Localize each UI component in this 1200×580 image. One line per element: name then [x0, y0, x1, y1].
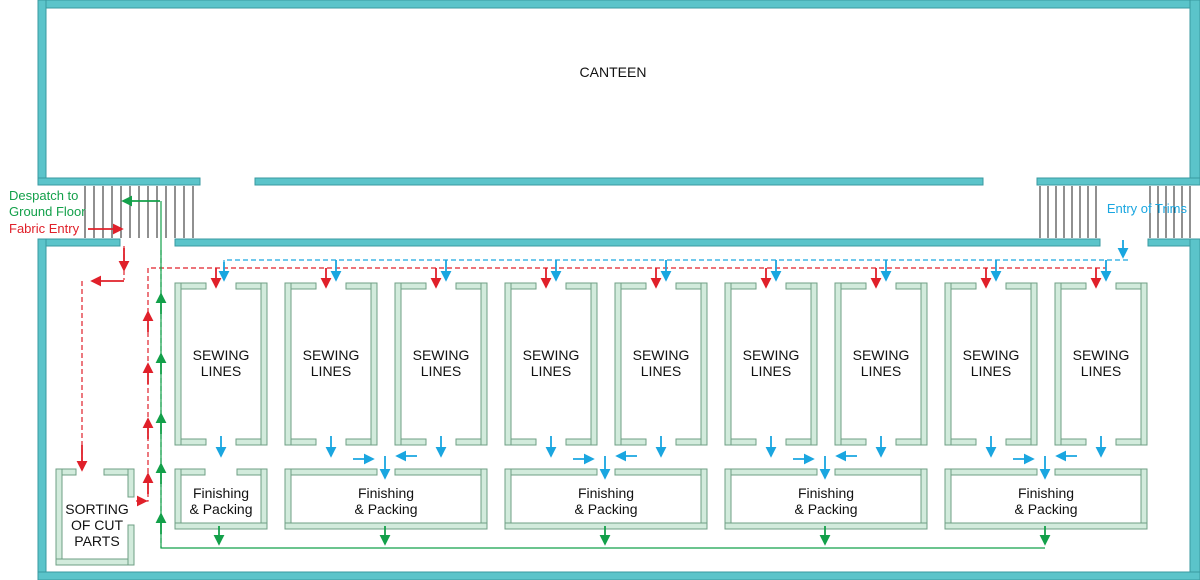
- finishing-table: [284, 468, 292, 530]
- fabric-entry-label: Fabric Entry: [9, 221, 80, 236]
- sewing-line-frame: [284, 282, 292, 446]
- sewing-line-frame: [920, 282, 928, 446]
- floor-top-wall-right: [1147, 238, 1200, 247]
- finishing-table: [504, 522, 708, 530]
- finishing-table: [174, 522, 268, 530]
- finishing-label: Finishing& Packing: [354, 485, 417, 517]
- canteen-right-wall: [1189, 0, 1200, 186]
- sewing-line-frame: [370, 282, 378, 446]
- sewing-line-frame: [394, 282, 402, 446]
- finishing-table: [944, 522, 1148, 530]
- finishing-table: [1140, 468, 1148, 530]
- finishing-table: [1054, 468, 1148, 476]
- canteen-bottom-wall-left: [37, 177, 201, 186]
- finishing-table: [944, 468, 1038, 476]
- finishing-table: [700, 468, 708, 530]
- canteen-label: CANTEEN: [580, 64, 647, 80]
- floor-top-wall-center: [174, 238, 1101, 247]
- finishing-label: Finishing& Packing: [189, 485, 252, 517]
- sewing-line-frame: [810, 282, 818, 446]
- finishing-table: [834, 468, 928, 476]
- finishing-table: [724, 522, 928, 530]
- finishing-table: [614, 468, 708, 476]
- sewing-line-frame: [1054, 282, 1062, 446]
- sewing-line-frame: [590, 282, 598, 446]
- finishing-table: [260, 468, 268, 530]
- cut-parts-flow-line: [136, 267, 1106, 502]
- stairs: [84, 186, 1191, 238]
- sewing-line-frame: [944, 282, 952, 446]
- sorting-table: [55, 468, 63, 566]
- floor-bottom-wall: [37, 571, 1200, 580]
- finishing-label: Finishing& Packing: [574, 485, 637, 517]
- floor-top-wall-left: [37, 238, 121, 247]
- finishing-table: [284, 522, 488, 530]
- finishing-label: Finishing& Packing: [1014, 485, 1077, 517]
- sewing-line-frame: [260, 282, 268, 446]
- walls: [37, 0, 1200, 580]
- finishing-table: [944, 468, 952, 530]
- finishing-table: [920, 468, 928, 530]
- sewing-line-frame: [504, 282, 512, 446]
- floor-right-wall: [1189, 238, 1200, 580]
- trims-entry-label: Entry of Trims: [1107, 201, 1188, 216]
- canteen-bottom-wall-right: [1036, 177, 1200, 186]
- sewing-line-frame: [1030, 282, 1038, 446]
- finishing-table: [724, 468, 818, 476]
- sewing-line-frame: [724, 282, 732, 446]
- sewing-line-frame: [834, 282, 842, 446]
- sorting-table: [127, 524, 135, 566]
- sorting-table: [55, 558, 135, 566]
- finishing-table: [504, 468, 512, 530]
- legend-labels: Despatch to Ground Floor Fabric Entry En…: [9, 188, 1187, 236]
- finishing-table: [174, 468, 182, 530]
- sewing-line-frame: [614, 282, 622, 446]
- sewing-line-frame: [174, 282, 182, 446]
- finishing-table: [394, 468, 488, 476]
- despatch-label-line-2: Ground Floor: [9, 204, 86, 219]
- finishing-label: Finishing& Packing: [794, 485, 857, 517]
- canteen-bottom-wall-center: [254, 177, 984, 186]
- flow-arrows: [76, 195, 1129, 549]
- sewing-line-frame: [1140, 282, 1148, 446]
- finishing-table: [480, 468, 488, 530]
- sewing-line-frame: [480, 282, 488, 446]
- finishing-table: [724, 468, 732, 530]
- finishing-table: [504, 468, 598, 476]
- canteen-left-wall: [37, 0, 47, 186]
- finishing-table: [284, 468, 378, 476]
- canteen-top-wall: [37, 0, 1200, 9]
- despatch-label-line-1: Despatch to: [9, 188, 78, 203]
- floor-left-wall: [37, 238, 47, 580]
- sewing-line-frame: [700, 282, 708, 446]
- sorting-table: [127, 468, 135, 498]
